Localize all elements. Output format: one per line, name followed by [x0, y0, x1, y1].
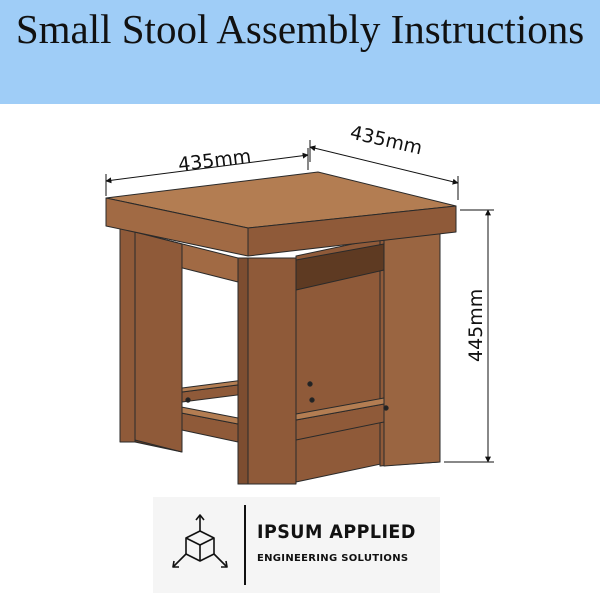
screw-hole [307, 381, 313, 387]
front-right-leg-face [383, 223, 441, 467]
company-name: IPSUM APPLIED [257, 521, 416, 543]
dimension-width-front [105, 148, 309, 196]
logo-divider [244, 505, 246, 585]
front-left-leg [134, 231, 183, 453]
cube-axes-icon [172, 514, 228, 568]
screw-hole [185, 397, 191, 403]
stool [105, 171, 457, 485]
dimension-width-side [309, 140, 459, 200]
screw-hole [309, 397, 315, 403]
back-left-leg [119, 227, 136, 443]
screw-hole [383, 405, 389, 411]
seat-side-edge [247, 205, 457, 257]
company-tagline: ENGINEERING SOLUTIONS [257, 553, 409, 564]
title-banner: Small Stool Assembly Instructions [0, 0, 600, 104]
dimension-height [444, 209, 494, 463]
company-logo: IPSUM APPLIED ENGINEERING SOLUTIONS [153, 497, 440, 593]
front-center-leg-shade [237, 257, 249, 485]
height-label: 445mm [465, 289, 487, 362]
page-title: Small Stool Assembly Instructions [15, 6, 585, 52]
width-side-label: 435mm [348, 122, 424, 160]
width-front-label: 435mm [177, 145, 252, 176]
